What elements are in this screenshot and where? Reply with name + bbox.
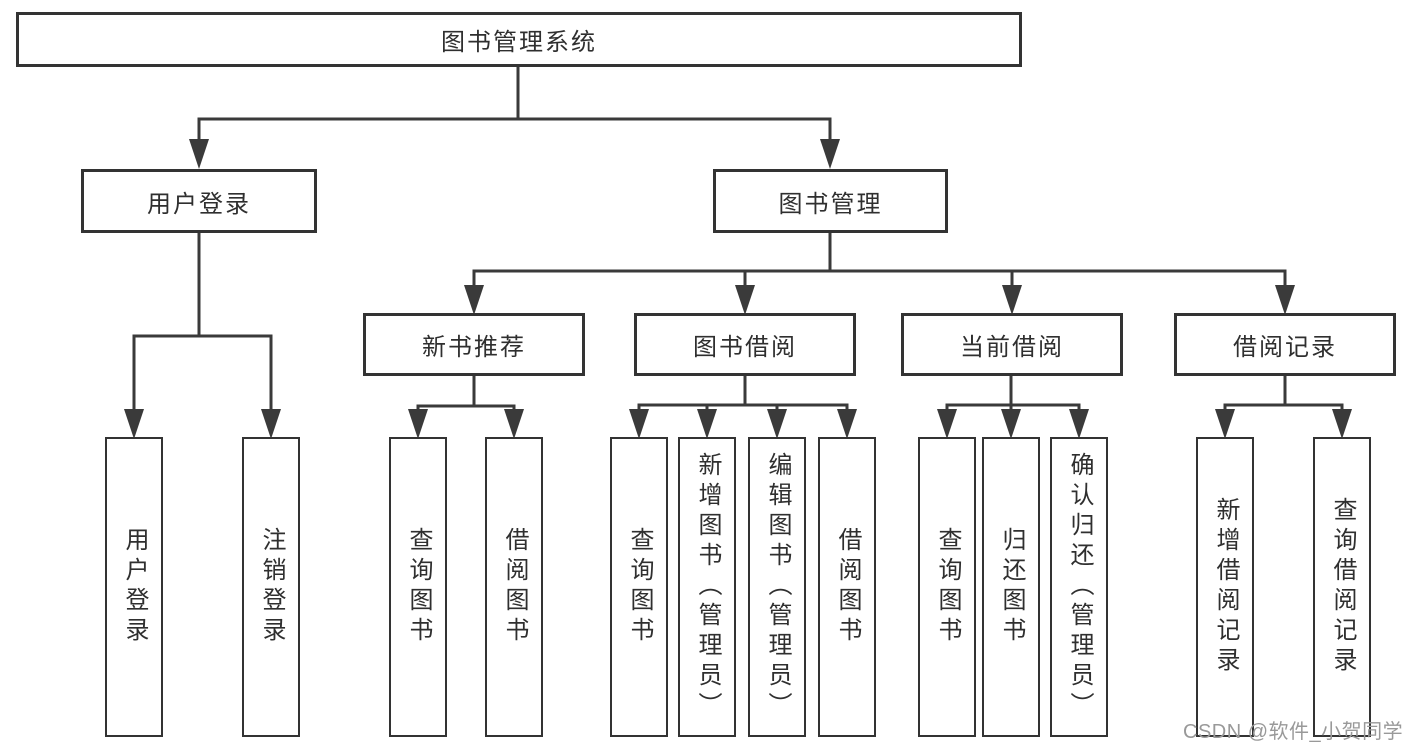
node-new-book-recommendation: 新书推荐: [363, 313, 585, 376]
arrowhead: [1001, 409, 1021, 439]
connector-book-borrow-to-leaves: [637, 374, 849, 416]
leaf-query-books-borrow: 查询图书: [610, 437, 668, 737]
node-library-management-system: 图书管理系统: [16, 12, 1022, 67]
arrowhead: [629, 409, 649, 439]
arrowhead: [820, 139, 840, 169]
arrowhead: [189, 139, 209, 169]
connector-book-management-to-level3: [472, 231, 1287, 292]
arrowhead: [1069, 409, 1089, 439]
arrowhead: [735, 285, 755, 315]
arrowhead: [837, 409, 857, 439]
connector-new-book-rec-to-leaves: [416, 374, 516, 416]
arrowhead: [464, 285, 484, 315]
arrowhead: [261, 409, 281, 439]
arrowhead: [767, 409, 787, 439]
arrowhead: [1275, 285, 1295, 315]
leaf-return-books: 归还图书: [982, 437, 1040, 737]
node-current-borrowing: 当前借阅: [901, 313, 1123, 376]
node-user-login: 用户登录: [81, 169, 317, 233]
leaf-logout: 注销登录: [242, 437, 300, 737]
arrowhead: [697, 409, 717, 439]
arrowhead: [124, 409, 144, 439]
connector-user-login-to-leaves: [132, 231, 273, 415]
arrowhead: [408, 409, 428, 439]
leaf-query-books-recommend: 查询图书: [389, 437, 447, 737]
leaf-user-login: 用户登录: [105, 437, 163, 737]
leaf-query-borrow-record: 查询借阅记录: [1313, 437, 1371, 737]
leaf-add-books-admin: 新增图书（管理员）: [678, 437, 736, 737]
leaf-edit-books-admin: 编辑图书（管理员）: [748, 437, 806, 737]
node-book-management: 图书管理: [713, 169, 948, 233]
node-borrowing-records: 借阅记录: [1174, 313, 1396, 376]
node-book-borrowing: 图书借阅: [634, 313, 856, 376]
arrowhead: [1215, 409, 1235, 439]
connector-root-to-level2: [197, 65, 832, 148]
leaf-borrow-books: 借阅图书: [818, 437, 876, 737]
arrowhead: [1332, 409, 1352, 439]
arrowhead: [937, 409, 957, 439]
leaf-confirm-return-admin: 确认归还（管理员）: [1050, 437, 1108, 737]
connector-borrow-records-to-leaves: [1223, 374, 1344, 416]
arrowhead: [504, 409, 524, 439]
leaf-query-books-current: 查询图书: [918, 437, 976, 737]
csdn-watermark: CSDN @软件_小贺同学: [1183, 721, 1404, 743]
leaf-borrow-books-recommend: 借阅图书: [485, 437, 543, 737]
leaf-add-borrow-record: 新增借阅记录: [1196, 437, 1254, 737]
arrowhead: [1002, 285, 1022, 315]
connector-current-borrow-to-leaves: [945, 374, 1081, 416]
